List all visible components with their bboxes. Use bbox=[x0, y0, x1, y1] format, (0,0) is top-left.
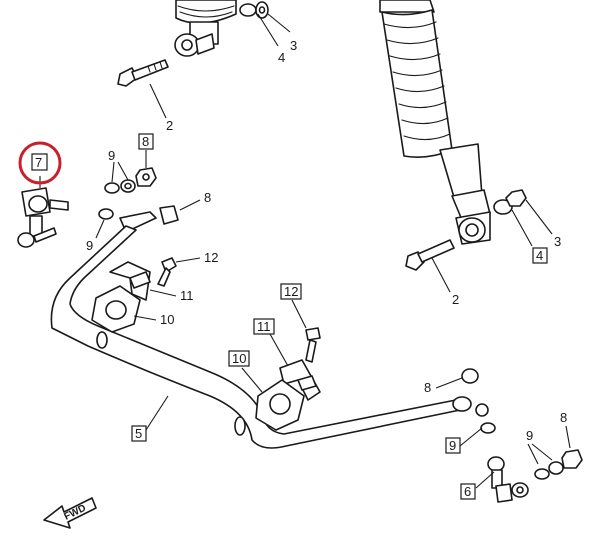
callout-3: 3 bbox=[290, 38, 297, 53]
callout-11: 11 bbox=[180, 288, 194, 303]
callout-8: 8 bbox=[424, 380, 431, 395]
callout-2: 2 bbox=[452, 292, 459, 307]
fwd-label: FWD bbox=[62, 503, 87, 523]
stabilizer-link-left bbox=[17, 187, 69, 248]
highlight-circle bbox=[18, 141, 62, 185]
bolt-right-shock bbox=[405, 239, 455, 271]
bolt-clamp-left bbox=[157, 257, 177, 287]
callout-5: 5 bbox=[135, 426, 142, 441]
bolt-clamp-right bbox=[305, 327, 321, 363]
bushing-left bbox=[91, 285, 141, 333]
callout-12: 12 bbox=[204, 250, 218, 265]
stabilizer-link-right bbox=[461, 368, 583, 503]
callout-box bbox=[131, 425, 147, 442]
callout-box bbox=[445, 437, 461, 454]
callout-4: 4 bbox=[278, 50, 285, 65]
callout-2: 2 bbox=[166, 118, 173, 133]
callout-9: 9 bbox=[108, 148, 115, 163]
shock-absorber-right bbox=[379, 0, 527, 245]
bolt-left-shock bbox=[117, 59, 169, 87]
bushing-right bbox=[255, 379, 305, 431]
callout-6: 6 bbox=[464, 484, 471, 499]
callout-8: 8 bbox=[142, 134, 149, 149]
leader-lines bbox=[39, 13, 571, 489]
callout-9: 9 bbox=[526, 428, 533, 443]
callout-11: 11 bbox=[257, 319, 271, 334]
fwd-arrow-icon: FWD bbox=[43, 497, 97, 529]
callout-3: 3 bbox=[554, 234, 561, 249]
callout-8: 8 bbox=[204, 190, 211, 205]
callout-box bbox=[31, 153, 48, 171]
clamp-left bbox=[109, 261, 151, 301]
callout-7: 7 bbox=[35, 155, 42, 170]
callout-12: 12 bbox=[284, 284, 298, 299]
shock-absorber-left bbox=[174, 0, 269, 57]
callout-box bbox=[460, 483, 476, 500]
callout-9: 9 bbox=[86, 238, 93, 253]
callout-box bbox=[138, 133, 154, 150]
nut-washer-set-left bbox=[98, 167, 179, 225]
callout-10: 10 bbox=[232, 351, 246, 366]
callout-box bbox=[253, 318, 275, 335]
callouts: 3 4 2 2 3 4 7 8 9 8 9 12 11 10 12 11 10 … bbox=[18, 38, 567, 500]
callout-box bbox=[280, 283, 302, 300]
stabilizer-bar bbox=[50, 211, 472, 449]
callout-9: 9 bbox=[449, 438, 456, 453]
callout-10: 10 bbox=[160, 312, 174, 327]
callout-box bbox=[532, 247, 548, 264]
callout-box bbox=[228, 350, 250, 367]
callout-4: 4 bbox=[536, 248, 543, 263]
callout-8: 8 bbox=[560, 410, 567, 425]
